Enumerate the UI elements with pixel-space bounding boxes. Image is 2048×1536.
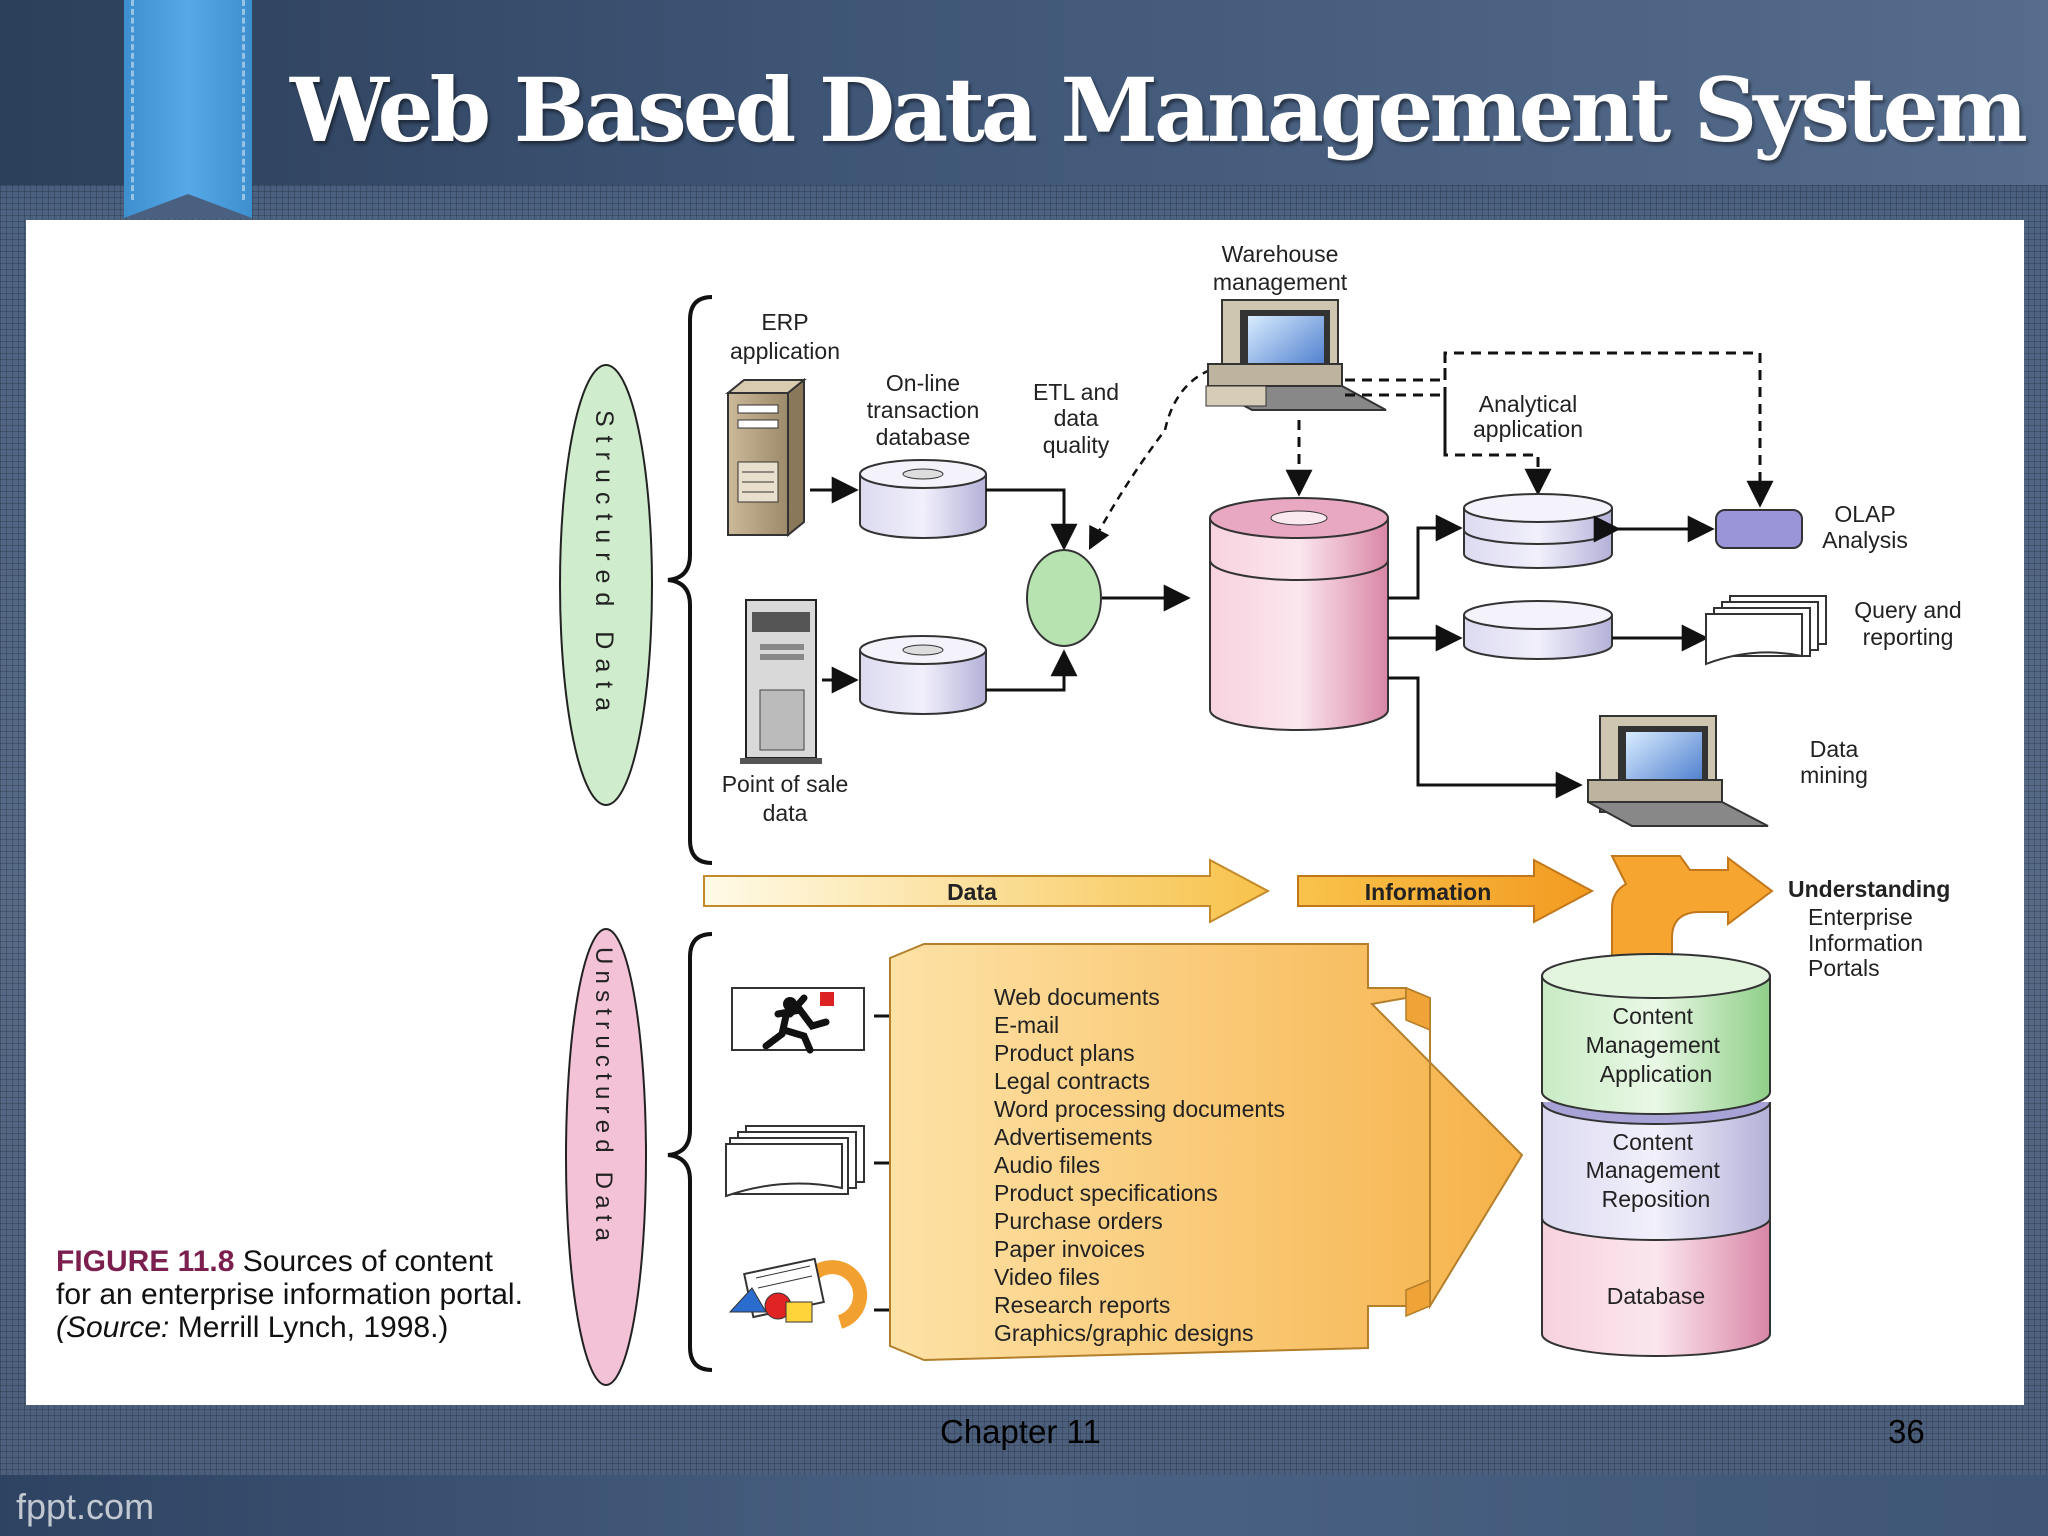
- content-list: Web documents E-mail Product plans Legal…: [994, 984, 1291, 1346]
- etl-label-line1: ETL and: [1033, 379, 1119, 405]
- mining-label-line2: mining: [1800, 762, 1868, 788]
- warehouse-computer-icon: [1205, 299, 1387, 411]
- footer-chapter: Chapter 11: [940, 1413, 1101, 1450]
- content-item: Product specifications: [994, 1180, 1218, 1206]
- etl-label-line2: data: [1054, 405, 1099, 431]
- header-band: [0, 0, 2048, 185]
- pos-label-line2: data: [763, 800, 808, 826]
- olap-label-line1: OLAP: [1834, 501, 1895, 527]
- watermark: fppt.com: [16, 1486, 155, 1527]
- data-flow-arrow: Data: [703, 858, 1271, 924]
- documents-stack-icon: [725, 1125, 865, 1198]
- caption-source-rest: Merrill Lynch, 1998.): [177, 1311, 449, 1344]
- analytical-label-line1: Analytical: [1479, 391, 1577, 417]
- content-sources-box: [889, 943, 1524, 1362]
- oltp-database-top: [859, 459, 987, 539]
- bookmark-ribbon: [124, 0, 252, 218]
- structured-data-label: Structured Data: [590, 410, 618, 720]
- content-item: Purchase orders: [994, 1208, 1163, 1234]
- content-item: Advertisements: [994, 1124, 1153, 1150]
- content-item: Research reports: [994, 1292, 1170, 1318]
- content-item: Video files: [994, 1264, 1100, 1290]
- data-warehouse-cylinder: [1209, 497, 1389, 731]
- understanding-arrow: [1610, 855, 1774, 963]
- arrow-oltp1-etl: [986, 488, 1078, 551]
- content-item: E-mail: [994, 1012, 1059, 1038]
- information-flow-label: Information: [1365, 879, 1492, 905]
- data-mining-computer-icon: [1587, 715, 1769, 827]
- graphics-shapes-icon: [728, 1257, 868, 1329]
- cm-repo-label: Content Management Reposition: [1586, 1129, 1727, 1212]
- portals-label-line2: Information: [1808, 930, 1923, 956]
- content-item: Word processing documents: [994, 1096, 1285, 1122]
- arrow-oltp2-etl: [986, 649, 1078, 692]
- database-label: Database: [1607, 1283, 1705, 1309]
- arrow-warehouse-analytical: [1388, 514, 1463, 600]
- content-item: Web documents: [994, 984, 1160, 1010]
- structured-data-oval: Structured Data: [559, 364, 653, 806]
- figure-number: FIGURE 11.8: [56, 1245, 235, 1278]
- etl-node: [1026, 549, 1102, 647]
- oltp-database-bottom: [859, 635, 987, 715]
- pos-label-line1: Point of sale: [722, 771, 849, 797]
- content-item: Product plans: [994, 1040, 1135, 1066]
- page-number: 36: [1888, 1413, 1925, 1450]
- etl-label-line3: quality: [1043, 432, 1110, 458]
- analytical-label-line2: application: [1473, 416, 1583, 442]
- content-item: Legal contracts: [994, 1068, 1150, 1094]
- caption-source: (Source:: [56, 1311, 170, 1344]
- cm-app-label: Content Management Application: [1586, 1003, 1727, 1087]
- content-item: Paper invoices: [994, 1236, 1145, 1262]
- content-item: Graphics/graphic designs: [994, 1320, 1254, 1346]
- query-label-line1: Query and: [1854, 597, 1961, 623]
- oltp-label-line3: database: [876, 424, 971, 450]
- olap-label-line2: Analysis: [1822, 527, 1908, 553]
- dashed-mgmt-analytical: [1345, 393, 1552, 496]
- portals-label-line1: Enterprise: [1808, 904, 1913, 930]
- caption-text: Sources of content for an enterprise inf…: [56, 1245, 523, 1311]
- arrow-warehouse-mining: [1388, 676, 1583, 799]
- mining-label-line1: Data: [1810, 736, 1859, 762]
- ribbon-notch: [124, 194, 252, 218]
- information-flow-arrow: Information: [1297, 858, 1595, 924]
- unstructured-data-label: Unstructured Data: [590, 947, 617, 1247]
- content-item: Audio files: [994, 1152, 1100, 1178]
- understanding-label: Understanding: [1788, 876, 1950, 902]
- running-person-icon: [731, 987, 865, 1054]
- portals-label-line3: Portals: [1808, 955, 1880, 981]
- analytical-db-cylinder: [1463, 493, 1613, 569]
- warehouse-mgmt-label-line1: Warehouse: [1222, 241, 1339, 267]
- erp-label-line1: ERP: [761, 309, 808, 335]
- erp-server-icon: [725, 377, 807, 538]
- content-management-stack: [1541, 953, 1771, 1357]
- query-label-line2: reporting: [1863, 624, 1954, 650]
- oltp-label-line2: transaction: [867, 397, 980, 423]
- olap-node: [1715, 509, 1803, 549]
- data-flow-label: Data: [947, 879, 997, 905]
- warehouse-mgmt-label-line2: management: [1213, 269, 1348, 295]
- unstructured-data-oval: Unstructured Data: [565, 928, 647, 1386]
- slide-title: Web Based Data Management System: [290, 58, 2028, 162]
- pos-tower-icon: [740, 599, 822, 764]
- unstructured-brace: [667, 932, 713, 1372]
- erp-label-line2: application: [730, 338, 840, 364]
- footer-band: [0, 1475, 2048, 1536]
- oltp-label-line1: On-line: [886, 370, 960, 396]
- figure-caption: FIGURE 11.8 Sources of content for an en…: [56, 1245, 526, 1344]
- structured-brace: [667, 295, 713, 865]
- query-db-cylinder: [1463, 600, 1613, 660]
- reports-stack-icon: [1705, 595, 1827, 666]
